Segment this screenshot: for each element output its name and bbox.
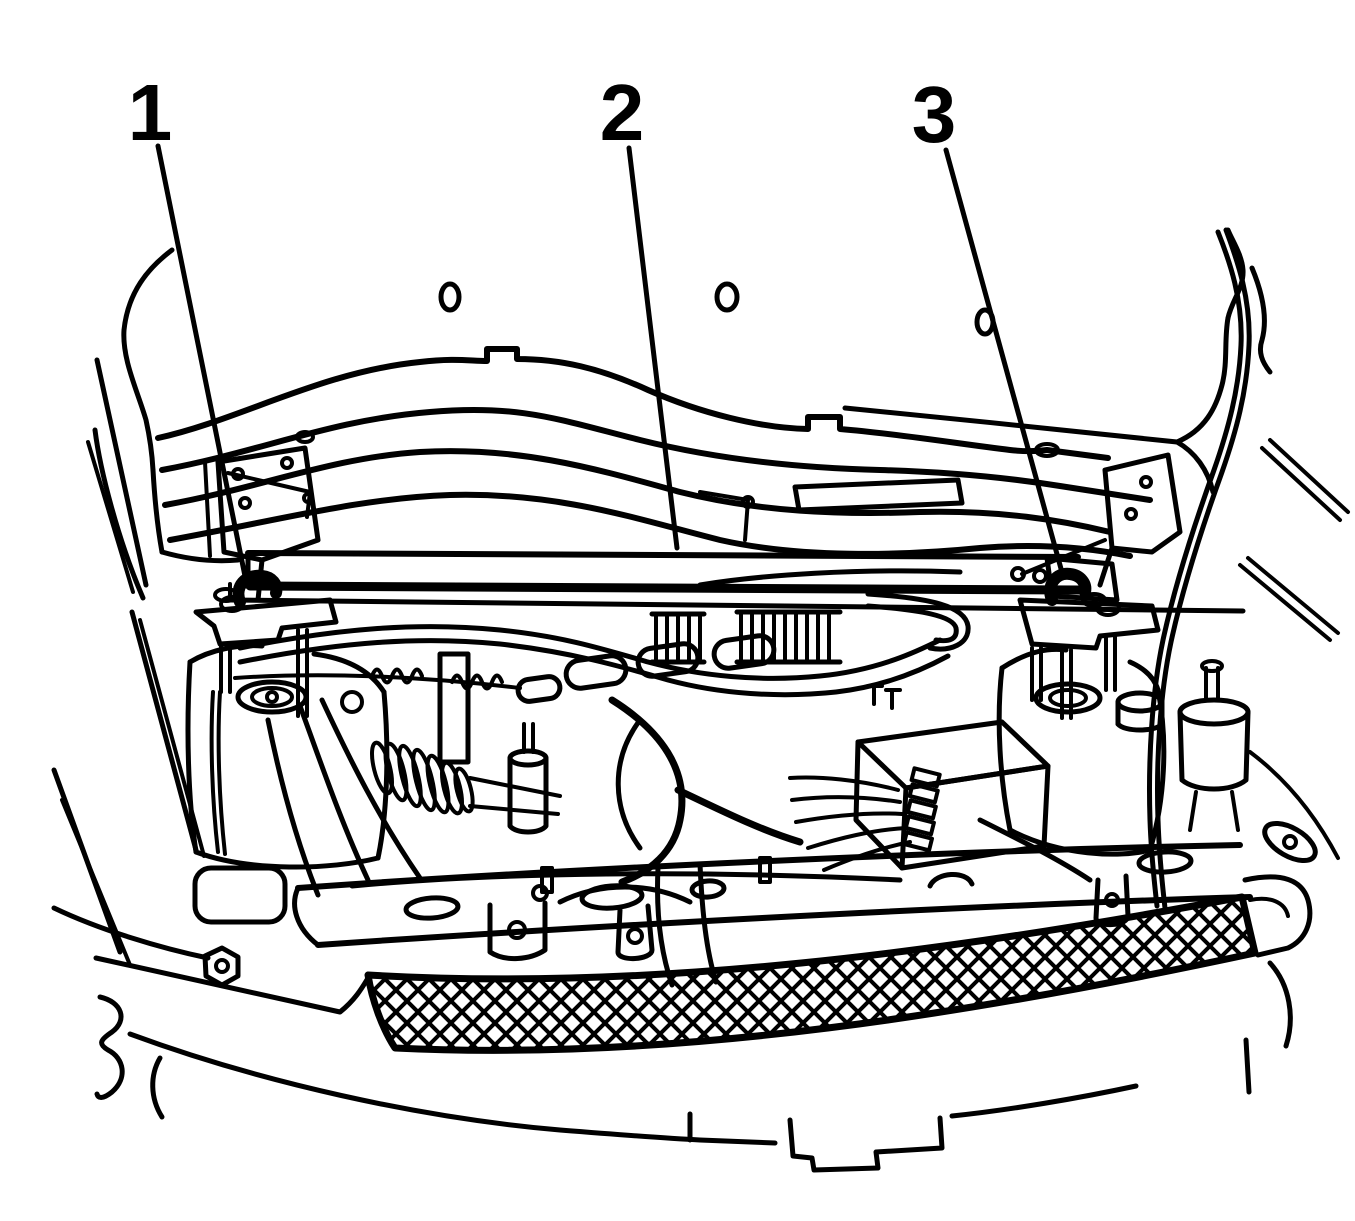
hood-support-rod bbox=[227, 550, 1246, 614]
radiator-fins bbox=[649, 609, 843, 665]
hood-inner-ribs bbox=[155, 346, 1153, 588]
hood-label-plate bbox=[792, 477, 965, 513]
callout-1-leader bbox=[155, 143, 250, 589]
rod-retainer-left bbox=[213, 569, 283, 608]
left-strut-tower bbox=[185, 582, 390, 870]
callout-1: 1 bbox=[128, 68, 250, 589]
callout-2-label: 2 bbox=[600, 68, 645, 157]
callout-3: 3 bbox=[912, 70, 1066, 579]
bumper-fascia bbox=[93, 955, 1293, 1173]
radiator-hose bbox=[865, 591, 971, 652]
callout-1-label: 1 bbox=[128, 68, 173, 157]
hood-prop-rod bbox=[1147, 227, 1273, 911]
hood-panel bbox=[86, 227, 1350, 642]
callout-2: 2 bbox=[600, 68, 680, 551]
callout-3-label: 3 bbox=[912, 70, 957, 159]
hood-holes bbox=[438, 281, 996, 337]
left-fender-lines bbox=[51, 609, 288, 967]
right-strut-tower bbox=[996, 597, 1167, 857]
grille-mesh bbox=[364, 874, 1313, 1054]
callout-2-leader bbox=[626, 145, 680, 551]
callout-3-leader bbox=[943, 147, 1066, 579]
